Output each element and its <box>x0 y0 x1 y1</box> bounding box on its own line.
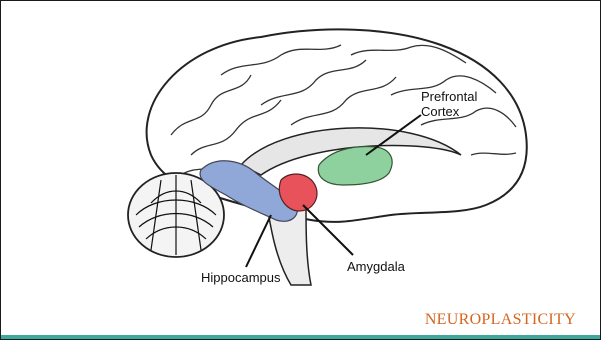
brain-svg <box>91 15 571 305</box>
hippocampus-label: Hippocampus <box>201 270 281 285</box>
prefrontal-label-line2: Cortex <box>421 104 521 119</box>
prefrontal-cortex-label: Prefrontal Cortex <box>421 89 521 119</box>
prefrontal-label-line1: Prefrontal <box>421 89 521 104</box>
accent-bar <box>1 335 600 339</box>
amygdala-label: Amygdala <box>347 259 405 274</box>
hippocampus-pointer <box>246 215 271 267</box>
brain-diagram <box>91 15 571 305</box>
slide-title: NEUROPLASTICITY <box>425 311 576 329</box>
